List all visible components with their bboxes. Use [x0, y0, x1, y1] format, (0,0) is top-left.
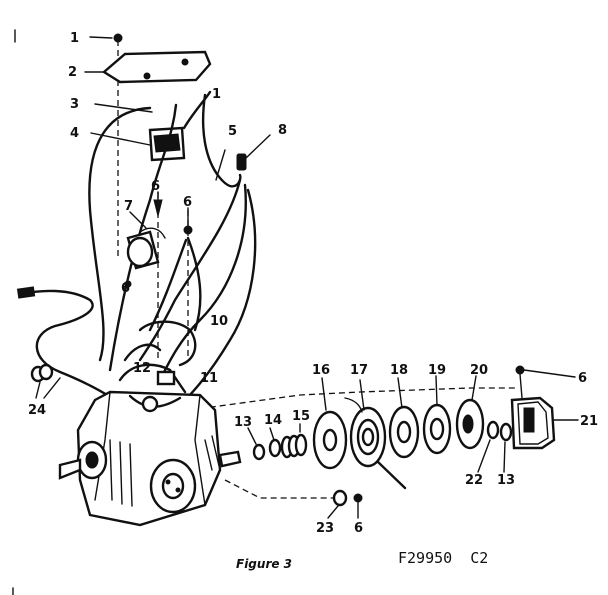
label-6b: 6: [183, 195, 192, 210]
label-6c: 6: [121, 281, 130, 296]
part-code: F29950 C2: [398, 549, 488, 567]
figure-caption: Figure 3: [236, 557, 292, 571]
spring-part-15: [280, 423, 308, 459]
connector-part-8: [236, 134, 271, 171]
label-5: 5: [228, 124, 237, 139]
label-13b: 13: [497, 473, 515, 488]
callout-labels: 1 2 3 1 4 5 8 6 7 6 6 10 12 11 24 13 14 …: [28, 31, 598, 536]
label-15: 15: [292, 409, 310, 424]
end-cap-part-21: [510, 396, 579, 450]
label-14: 14: [264, 413, 282, 428]
disc-part-16: [312, 377, 348, 470]
label-22: 22: [465, 473, 483, 488]
label-24: 24: [28, 403, 46, 418]
cover-plate-part-2: [84, 50, 212, 84]
screw-part-1: [89, 33, 123, 43]
label-6d: 6: [578, 371, 587, 386]
label-6e: 6: [354, 521, 363, 536]
label-18: 18: [390, 363, 408, 378]
disc-part-19: [422, 375, 452, 455]
motor-housing: [58, 320, 242, 527]
label-21: 21: [580, 414, 598, 429]
screw-part-6: [153, 191, 163, 217]
label-16: 16: [312, 363, 330, 378]
label-7: 7: [124, 199, 133, 214]
label-2: 2: [68, 65, 77, 80]
label-1: 1: [70, 31, 79, 46]
washer-part-13b: [499, 422, 513, 473]
label-23: 23: [316, 521, 334, 536]
label-13: 13: [234, 415, 252, 430]
washer-part-14: [268, 427, 282, 458]
label-8: 8: [278, 123, 287, 138]
label-3: 3: [70, 97, 79, 112]
washer-part-13: [247, 427, 266, 461]
washer-part-22: [477, 420, 500, 473]
label-17: 17: [350, 363, 368, 378]
disc-part-20: [455, 375, 485, 450]
label-10: 10: [210, 314, 228, 329]
gear-part-17: [344, 379, 407, 490]
capacitor-part-7: [124, 211, 166, 288]
clip-part-24: [30, 363, 61, 399]
label-19: 19: [428, 363, 446, 378]
label-1b: 1: [212, 87, 221, 102]
label-12: 12: [133, 361, 151, 376]
label-6: 6: [151, 179, 160, 194]
label-4: 4: [70, 126, 79, 141]
wiring-harness: [16, 90, 257, 402]
disc-part-18: [388, 377, 420, 459]
fastener-part-23: [327, 489, 363, 519]
screw-part-6b: [183, 207, 193, 235]
label-11: 11: [200, 371, 218, 386]
screw-part-6d: [515, 365, 576, 399]
label-20: 20: [470, 363, 488, 378]
